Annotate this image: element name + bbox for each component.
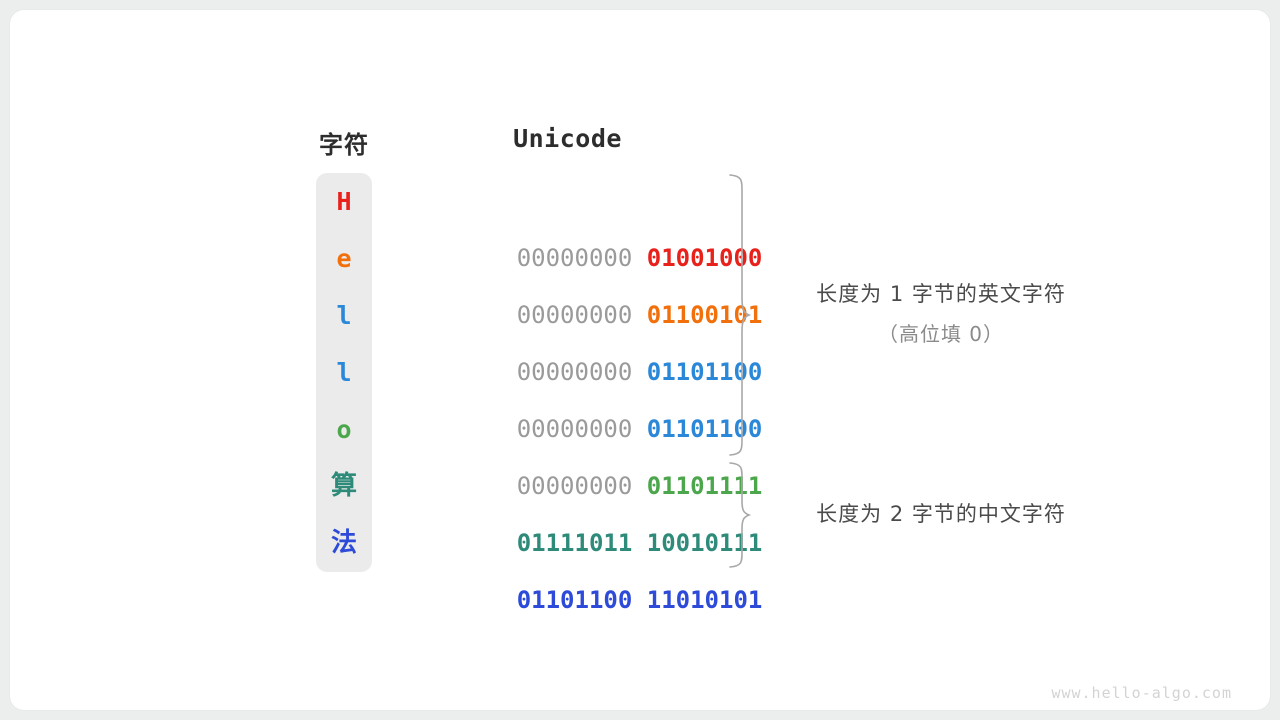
annotation-cjk: 长度为 2 字节的中文字符 — [780, 498, 1102, 528]
high-byte-1: 00000000 — [516, 301, 633, 329]
low-byte-4: 01101111 — [646, 472, 763, 500]
high-byte-4: 00000000 — [516, 472, 633, 500]
low-byte-2: 01101100 — [646, 358, 763, 386]
character-cell-6: 法 — [330, 528, 357, 558]
character-cell-1: e — [336, 244, 352, 273]
unicode-encoding-diagram: 字符 Unicode H e l l o 算 法 00000000 010010… — [10, 10, 1270, 710]
character-cell-2: l — [336, 301, 352, 330]
character-cell-3: l — [336, 358, 352, 387]
unicode-bits-row-0: 00000000 01001000 — [430, 173, 763, 272]
character-cell-4: o — [336, 415, 352, 444]
unicode-bits-row-6: 01101100 11010101 — [430, 515, 763, 614]
character-column-background — [316, 173, 372, 572]
column-header-character: 字符 — [319, 131, 369, 159]
unicode-bits-row-2: 00000000 01101100 — [430, 287, 763, 386]
high-byte-2: 00000000 — [516, 358, 633, 386]
annotation-ascii: 长度为 1 字节的英文字符 （高位填 0） — [780, 278, 1102, 347]
annotation-ascii-line1: 长度为 1 字节的英文字符 — [816, 282, 1066, 306]
unicode-bits-row-5: 01111011 10010111 — [430, 458, 763, 557]
unicode-bits-row-3: 00000000 01101100 — [430, 344, 763, 443]
character-cell-0: H — [336, 187, 352, 216]
character-cell-5: 算 — [330, 471, 357, 501]
brace-ascii-group — [729, 174, 752, 456]
unicode-bits-row-1: 00000000 01100101 — [430, 230, 763, 329]
figure-card: 字符 Unicode H e l l o 算 法 00000000 010010… — [10, 10, 1270, 710]
low-byte-0: 01001000 — [646, 244, 763, 272]
high-byte-0: 00000000 — [516, 244, 633, 272]
unicode-bits-row-4: 00000000 01101111 — [430, 401, 763, 500]
watermark: www.hello-algo.com — [1051, 684, 1232, 702]
low-byte-5: 10010111 — [646, 529, 763, 557]
annotation-cjk-line1: 长度为 2 字节的中文字符 — [816, 502, 1066, 526]
annotation-ascii-line2: （高位填 0） — [877, 322, 1005, 346]
high-byte-6: 01101100 — [516, 586, 633, 614]
brace-cjk-group — [729, 462, 752, 568]
low-byte-6: 11010101 — [646, 586, 763, 614]
high-byte-3: 00000000 — [516, 415, 633, 443]
high-byte-5: 01111011 — [516, 529, 633, 557]
low-byte-3: 01101100 — [646, 415, 763, 443]
column-header-unicode: Unicode — [513, 124, 622, 153]
